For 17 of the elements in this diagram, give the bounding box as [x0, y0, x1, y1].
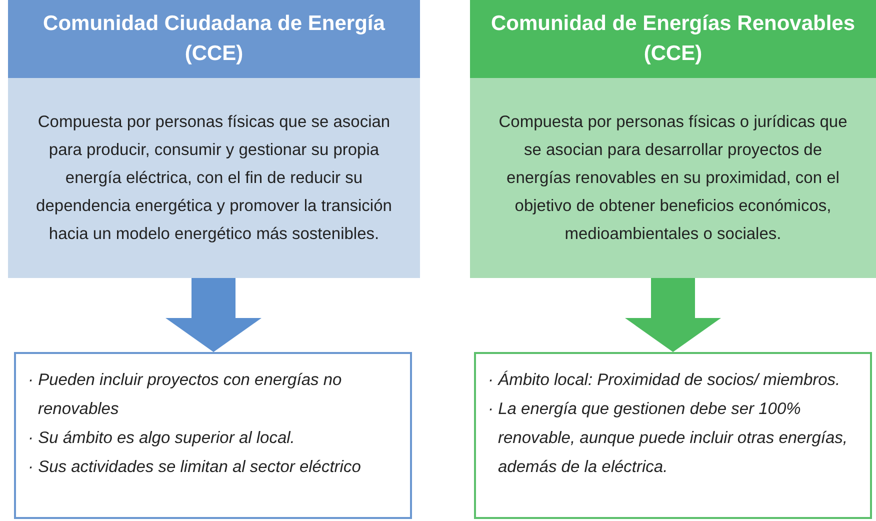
description-text: Compuesta por personas físicas que se asocian para producir, consumir y gestionar su propia energía eléctrica, con el fin de reducir su dependencia energética y promover la transición hacia un modelo energético más sostenibles. [35, 112, 393, 245]
description-box [8, 78, 420, 278]
header-title: Comunidad de Energías Renovables (CCE) [490, 11, 856, 67]
block-arrow [625, 278, 721, 352]
header-box [470, 0, 876, 78]
bullet-item: · Pueden incluir proyectos con energías no renovables [28, 370, 343, 420]
bullet-item: · La energía que gestionen debe ser 100% renovable, aunque puede incluir otras energías, además de la eléctrica. [488, 399, 848, 478]
list-box [14, 352, 412, 519]
list-box [474, 352, 872, 519]
header-box [8, 0, 420, 78]
description-text: Compuesta por personas físicas o jurídicas que se asocian para desarrollar proyectos de energías renovables en su proximidad, con el objetivo de obtener beneficios económicos, medioambientales o sociales. [498, 112, 848, 245]
block-arrow [166, 278, 262, 352]
bullet-item: · Ámbito local: Proximidad de socios/ miembros. [488, 370, 842, 391]
bullet-item: · Sus actividades se limitan al sector eléctrico [28, 457, 362, 478]
bullet-item: · Su ámbito es algo superior al local. [28, 428, 296, 449]
header-title: Comunidad Ciudadana de Energía (CCE) [42, 11, 386, 67]
description-box [470, 78, 876, 278]
